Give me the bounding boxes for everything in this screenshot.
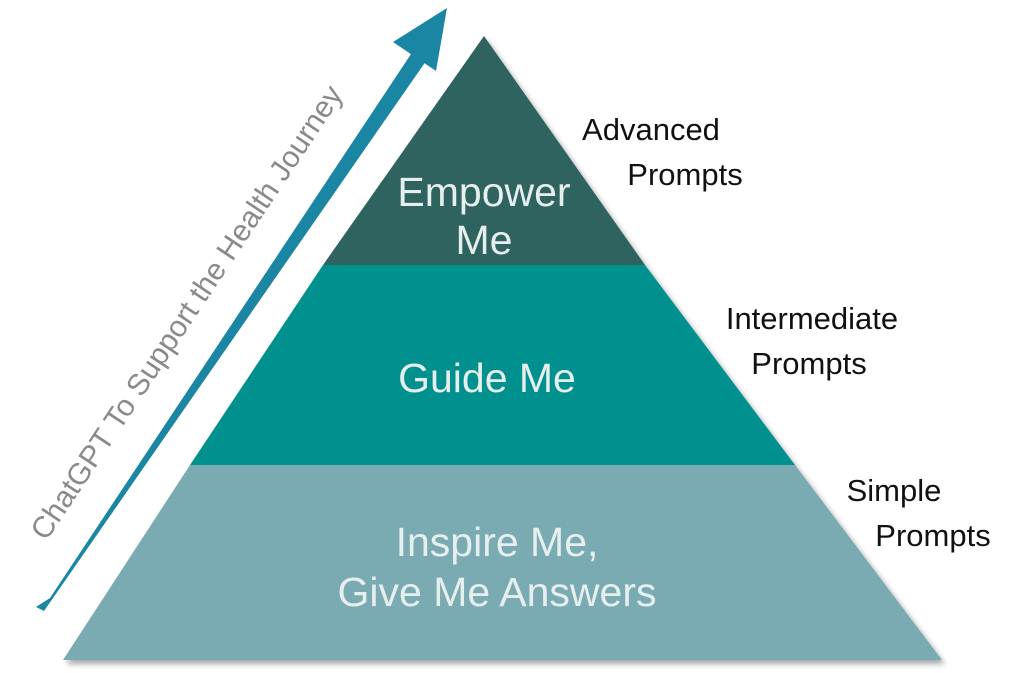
tier-middle: [190, 265, 795, 465]
tier-bottom-line-2: Give Me Answers: [338, 569, 657, 615]
arrow-up-right-icon: [36, 42, 433, 611]
side-label-advanced-line-1: Advanced: [582, 112, 720, 147]
tier-top-label: Empower Me: [397, 169, 570, 263]
side-label-advanced-line-2: Prompts: [627, 157, 742, 192]
side-label-intermediate: Intermediate Prompts: [726, 301, 898, 381]
pyramid: [63, 36, 942, 660]
side-label-advanced: Advanced Prompts: [582, 112, 743, 192]
tier-bottom-line-1: Inspire Me,: [396, 519, 599, 565]
tier-middle-line-1: Guide Me: [398, 355, 576, 401]
tier-top: [323, 36, 645, 265]
side-label-simple-line-2: Prompts: [875, 518, 990, 553]
tier-top-line-1: Empower: [397, 169, 570, 215]
side-label-simple: Simple Prompts: [847, 473, 991, 553]
side-label-intermediate-line-1: Intermediate: [726, 301, 898, 336]
tier-top-line-2: Me: [456, 217, 513, 263]
tier-bottom: [63, 465, 942, 660]
side-label-simple-line-1: Simple: [847, 473, 942, 508]
tier-middle-label: Guide Me: [398, 355, 576, 401]
arrow-head: [393, 8, 447, 71]
tier-bottom-label: Inspire Me, Give Me Answers: [338, 519, 657, 615]
side-label-intermediate-line-2: Prompts: [751, 346, 866, 381]
